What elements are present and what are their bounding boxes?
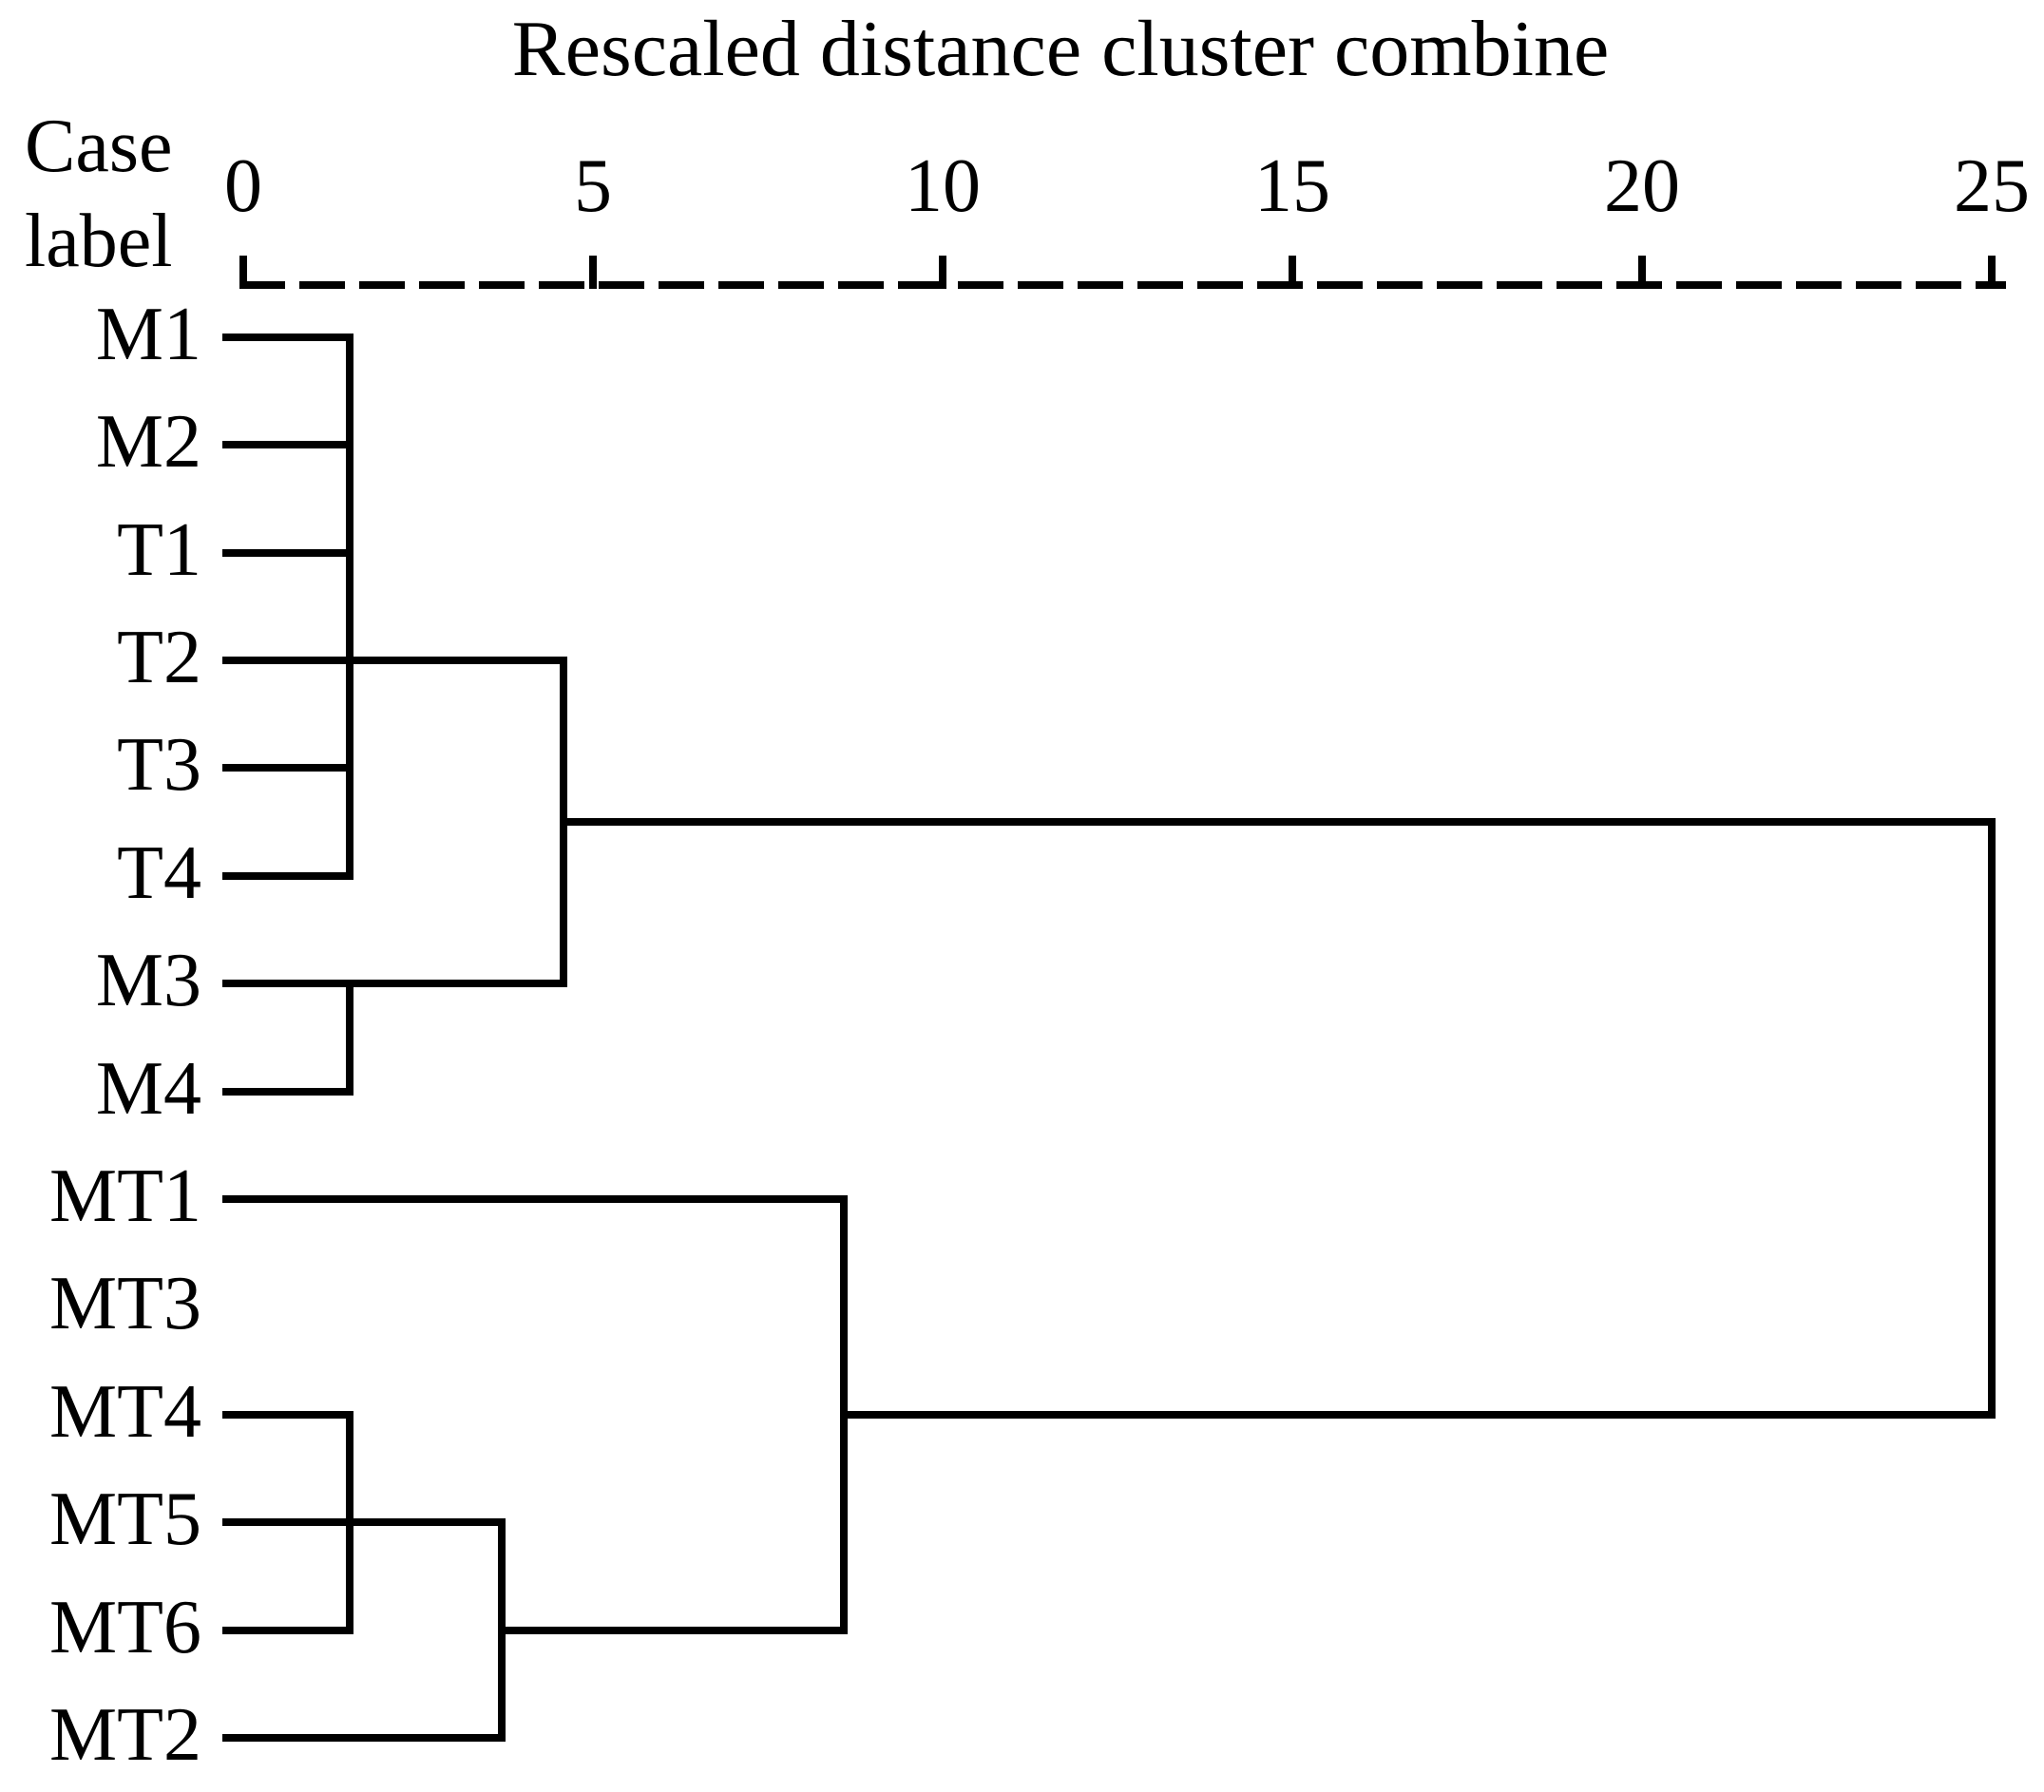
case-label-T2: T2 [117,616,201,699]
case-label-M1: M1 [95,293,201,376]
case-label-M4: M4 [95,1047,201,1131]
case-label-MT2: MT2 [49,1693,201,1777]
axis-tick-label-5: 5 [574,144,612,228]
case-label-MT1: MT1 [49,1154,201,1238]
axis-tick-label-20: 20 [1604,144,1680,228]
case-label-MT4: MT4 [49,1370,201,1454]
axis-tick-label-0: 0 [224,144,262,228]
case-label-MT3: MT3 [49,1262,201,1345]
case-label-MT6: MT6 [49,1586,201,1669]
axis-tick-label-10: 10 [905,144,981,228]
case-label-title-line2: label [25,200,173,283]
case-label-M2: M2 [95,400,201,484]
axis-tick-label-25: 25 [1954,144,2030,228]
case-label-M3: M3 [95,939,201,1022]
case-label-T4: T4 [117,831,201,915]
case-label-T3: T3 [117,723,201,807]
case-label-title-line1: Case [25,105,173,188]
chart-title: Rescaled distance cluster combine [511,5,1610,93]
case-label-T1: T1 [117,508,201,592]
axis-tick-label-15: 15 [1254,144,1330,228]
case-label-MT5: MT5 [49,1477,201,1561]
